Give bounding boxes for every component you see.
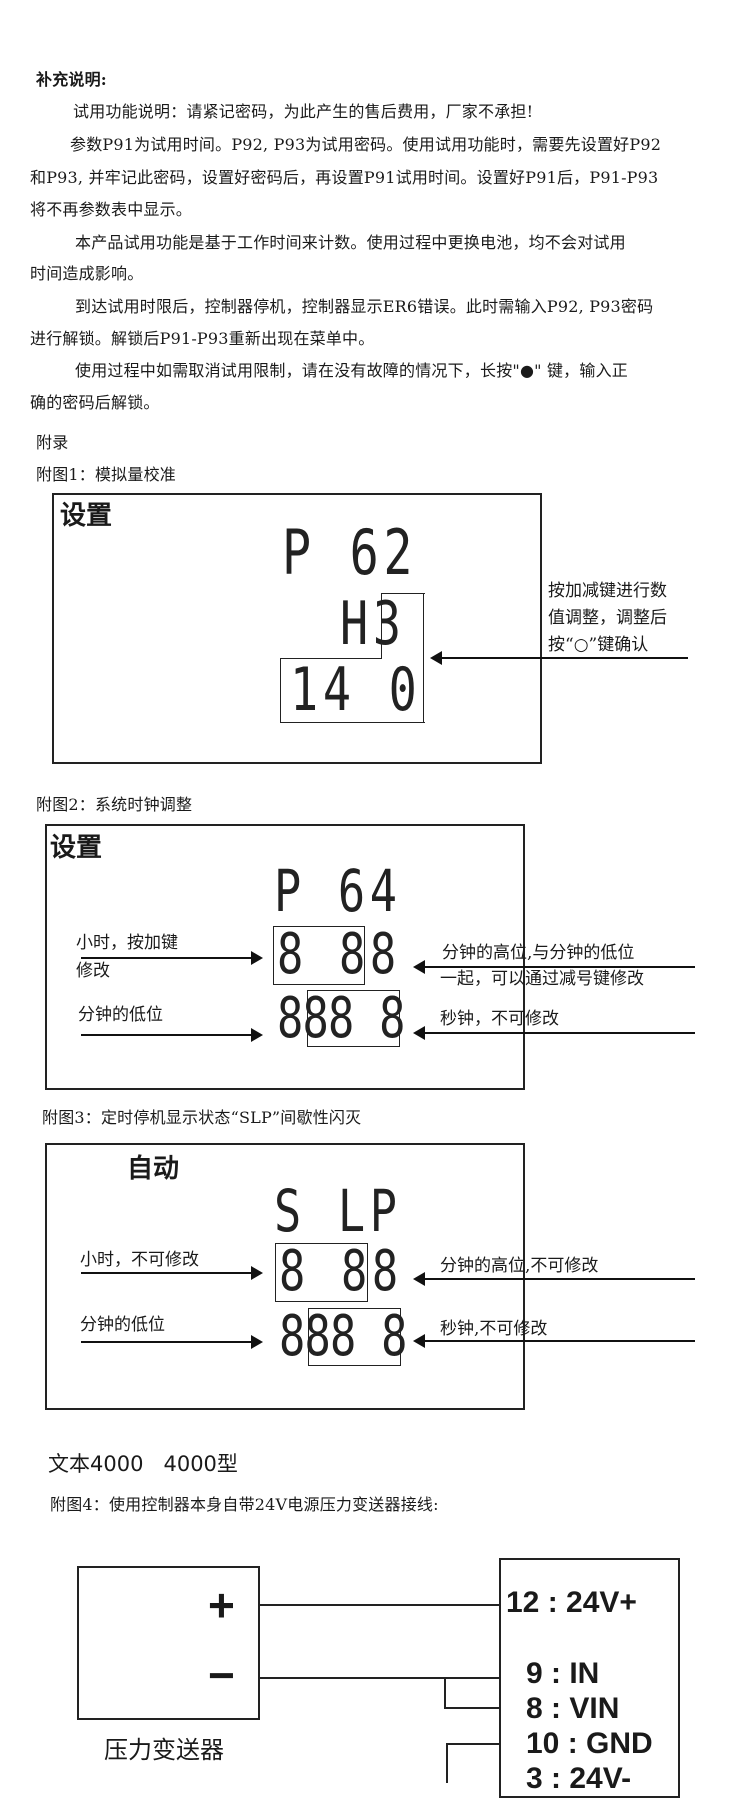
fig2-hour-box (273, 926, 365, 985)
wire-negative (260, 1677, 500, 1679)
jumper-9-8-vertical (444, 1678, 446, 1709)
fig3-display-row-3: 888 8 (279, 1304, 407, 1369)
pressure-transmitter-box (77, 1566, 260, 1720)
fig1-highlight-right (423, 593, 424, 723)
appendix-heading: 附录 (36, 433, 69, 452)
fig2-left-note-1-line-1: 小时，按加键 (76, 933, 178, 953)
fig2-display-row-1: P 64 (274, 857, 402, 925)
fig3-right-arrow-2 (413, 1334, 695, 1348)
fig3-display-frame (45, 1143, 525, 1410)
model-title: 文本4000 4000型 (48, 1452, 238, 1476)
fig1-display-row-3: 14 0 (290, 655, 422, 725)
fig2-mode-label: 设置 (50, 833, 103, 863)
fig2-left-note-1-line-2: 修改 (76, 961, 110, 981)
fig2-right-note-1-line-1: 分钟的高位,与分钟的低位 (442, 943, 635, 963)
fig3-left-arrow-1 (81, 1266, 263, 1280)
fig1-highlight-bottom (280, 722, 425, 723)
fig1-display-row-1: P 62 (282, 516, 418, 589)
fig1-note-line-2: 值调整，调整后 (548, 608, 667, 628)
fig2-right-note-1-line-2: 一起，可以通过减号键修改 (440, 969, 644, 989)
paragraph-2-line-3: 将不再参数表中显示。 (30, 200, 193, 219)
jumper-9-8-horizontal (444, 1707, 500, 1709)
paragraph-3-line-2: 时间造成影响。 (30, 264, 144, 283)
fig3-right-arrow-1 (413, 1272, 695, 1286)
fig3-right-note-1: 分钟的高位,不可修改 (440, 1256, 599, 1276)
fig3-right-note-2: 秒钟,不可修改 (440, 1319, 548, 1339)
fig4-caption: 附图4：使用控制器本身自带24V电源压力变送器接线: (50, 1495, 439, 1514)
fig2-caption: 附图2：系统时钟调整 (36, 795, 193, 814)
paragraph-2-line-1: 参数P91为试用时间。P92, P93为试用密码。使用试用功能时，需要先设置好P… (70, 135, 662, 154)
fig3-caption: 附图3：定时停机显示状态“SLP”间歇性闪灭 (42, 1108, 362, 1127)
terminal-8-label: 8 : VIN (526, 1692, 620, 1725)
fig1-highlight-lower-left (280, 658, 281, 723)
terminal-10-label: 10 : GND (526, 1727, 653, 1760)
fig1-display-row-2: H3 (340, 589, 406, 659)
paragraph-3-line-1: 本产品试用功能是基于工作时间来计数。使用过程中更换电池，均不会对试用 (75, 233, 626, 252)
minus-terminal-icon: − (208, 1649, 235, 1701)
fig3-hour-box (275, 1243, 368, 1302)
fig2-right-arrow-1 (413, 960, 695, 974)
jumper-10-3-vertical (446, 1743, 448, 1783)
fig1-display-frame (52, 493, 542, 764)
paragraph-2-line-2: 和P93, 并牢记此密码，设置好密码后，再设置P91试用时间。设置好P91后，P… (30, 168, 659, 187)
fig3-seconds-box (308, 1308, 401, 1366)
terminal-12-label: 12 : 24V+ (506, 1586, 637, 1619)
wire-positive (260, 1604, 500, 1606)
paragraph-4-line-2: 进行解锁。解锁后P91-P93重新出现在菜单中。 (30, 329, 375, 348)
supplement-heading: 补充说明: (36, 70, 107, 89)
fig3-left-note-1: 小时，不可修改 (80, 1250, 199, 1270)
terminal-9-label: 9 : IN (526, 1657, 600, 1690)
fig3-display-row-2: 8 88 (279, 1239, 403, 1304)
fig1-arrow (430, 651, 688, 665)
fig2-seconds-box (307, 990, 400, 1047)
fig2-left-arrow-1 (81, 951, 263, 965)
fig1-mode-label: 设置 (60, 501, 113, 531)
fig1-note-line-3: 按“○”键确认 (548, 635, 649, 655)
fig2-display-row-3: 888 8 (277, 986, 405, 1051)
fig3-display-row-1: S LP (274, 1177, 402, 1245)
terminal-3-label: 3 : 24V- (526, 1762, 632, 1795)
fig1-highlight-mid (280, 658, 382, 659)
fig1-highlight-top (381, 593, 425, 594)
fig2-right-note-2: 秒钟，不可修改 (440, 1009, 559, 1029)
fig1-highlight-upper-left (381, 593, 382, 659)
fig3-mode-label: 自动 (127, 1154, 180, 1184)
fig2-display-row-2: 8 88 (277, 922, 401, 987)
fig2-left-arrow-2 (81, 1028, 263, 1042)
fig2-left-note-2: 分钟的低位 (78, 1005, 163, 1025)
paragraph-5-line-1: 使用过程中如需取消试用限制，请在没有故障的情况下，长按"●" 键，输入正 (75, 361, 628, 380)
fig3-left-arrow-2 (81, 1335, 263, 1349)
fig2-right-arrow-2 (413, 1026, 695, 1040)
paragraph-4-line-1: 到达试用时限后，控制器停机，控制器显示ER6错误。此时需输入P92, P93密码 (75, 297, 654, 316)
paragraph-5-line-2: 确的密码后解锁。 (30, 393, 160, 412)
pressure-transmitter-label: 压力变送器 (104, 1736, 224, 1764)
jumper-10-3-horizontal (446, 1743, 500, 1745)
paragraph-1-line-1: 试用功能说明：请紧记密码，为此产生的售后费用，厂家不承担! (73, 102, 534, 121)
fig1-caption: 附图1：模拟量校准 (36, 465, 176, 484)
plus-terminal-icon: + (208, 1579, 235, 1631)
fig1-note-line-1: 按加减键进行数 (548, 581, 667, 601)
fig2-display-frame (45, 824, 525, 1090)
fig3-left-note-2: 分钟的低位 (80, 1315, 165, 1335)
